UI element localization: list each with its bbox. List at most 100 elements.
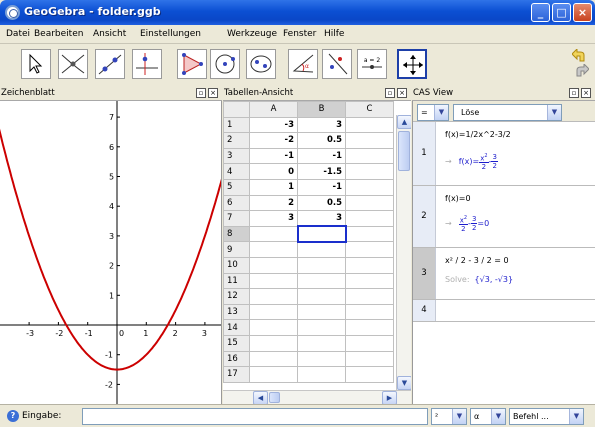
move-tool[interactable] [21,49,51,79]
cell-b[interactable] [297,350,346,368]
cell-b[interactable] [297,288,346,305]
cell-b[interactable] [297,303,346,321]
line-tool[interactable] [95,49,125,79]
polygon-tool[interactable] [177,49,207,79]
row-header[interactable]: 12 [223,288,250,305]
perpendicular-tool[interactable] [132,49,162,79]
column-header[interactable]: B [297,101,346,118]
cell-b[interactable] [297,334,346,352]
row-header[interactable]: 6 [223,194,250,212]
cas-undock-icon[interactable]: ▫ [569,88,579,98]
help-icon[interactable]: ? [7,410,19,422]
row-header[interactable]: 8 [223,225,250,243]
cell-b[interactable] [297,241,346,258]
cell-c[interactable] [345,319,394,336]
menu-ansicht[interactable]: Ansicht [93,29,127,39]
cas-row-4[interactable]: 4 [413,300,595,322]
cell-a[interactable]: 0 [249,163,298,180]
cell-b[interactable] [297,256,346,274]
row-header[interactable]: 7 [223,210,250,227]
cell-a[interactable]: -2 [249,132,298,149]
cell-c[interactable] [345,194,394,212]
cell-a[interactable]: -3 [249,116,298,134]
cell-b[interactable] [297,319,346,336]
cas-close-icon[interactable]: × [581,88,591,98]
spreadsheet-undock-icon[interactable]: ▫ [385,88,395,98]
scroll-down-button[interactable]: ▼ [397,376,411,390]
redo-icon[interactable] [572,64,589,78]
angle-tool[interactable]: α [288,49,318,79]
cell-a[interactable] [249,272,298,290]
row-header[interactable]: 2 [223,132,250,149]
conic-tool[interactable] [246,49,276,79]
cell-c[interactable] [345,116,394,134]
menu-hilfe[interactable]: Hilfe [324,29,345,39]
cell-c[interactable] [345,163,394,180]
cell-c[interactable] [345,350,394,368]
cas-input[interactable]: x² / 2 - 3 / 2 = 0 [445,256,509,265]
row-header[interactable]: 9 [223,241,250,258]
cell-b[interactable]: 0.5 [297,194,346,212]
cell-a[interactable] [249,256,298,274]
corner-cell[interactable] [223,101,250,118]
cell-a[interactable]: 3 [249,210,298,227]
cell-b[interactable]: 3 [297,116,346,134]
graphics-close-icon[interactable]: × [208,88,218,98]
cas-row-3[interactable]: 3 x² / 2 - 3 / 2 = 0 Solve:{√3, -√3} [413,248,595,300]
cas-command-select[interactable]: Löse ▼ [453,104,562,121]
cell-b[interactable] [297,272,346,290]
cell-c[interactable] [345,272,394,290]
cell-a[interactable] [249,225,298,243]
row-header[interactable]: 3 [223,147,250,165]
row-header[interactable]: 4 [223,163,250,180]
cell-b[interactable]: -1.5 [297,163,346,180]
cell-a[interactable] [249,319,298,336]
cell-c[interactable] [345,366,394,383]
cell-b[interactable]: 3 [297,210,346,227]
chevron-down-icon[interactable]: ▼ [547,105,561,120]
chevron-down-icon[interactable]: ▼ [434,105,448,120]
cell-c[interactable] [345,288,394,305]
cell-c[interactable] [345,210,394,227]
cell-c[interactable] [345,147,394,165]
maximize-button[interactable]: □ [552,3,571,22]
row-header[interactable]: 14 [223,319,250,336]
row-header[interactable]: 11 [223,272,250,290]
cell-b[interactable] [297,366,346,383]
cell-c[interactable] [345,334,394,352]
row-header[interactable]: 10 [223,256,250,274]
menu-datei[interactable]: Datei [6,29,31,39]
cell-a[interactable] [249,366,298,383]
row-header[interactable]: 13 [223,303,250,321]
close-window-button[interactable]: × [573,3,592,22]
cell-b[interactable]: -1 [297,178,346,196]
cell-a[interactable]: -1 [249,147,298,165]
input-field[interactable] [82,408,428,425]
cell-a[interactable]: 1 [249,178,298,196]
scroll-left-button[interactable]: ◀ [253,391,268,404]
scroll-right-button[interactable]: ▶ [382,391,397,404]
menu-werkzeuge[interactable]: Werkzeuge [227,29,278,39]
move-view-tool[interactable] [397,49,427,79]
cell-a[interactable] [249,350,298,368]
cas-input[interactable]: f(x)=0 [445,194,471,203]
column-header[interactable]: A [249,101,298,118]
row-header[interactable]: 16 [223,350,250,368]
symbol-select-superscript[interactable]: ² ▼ [431,408,467,425]
cell-a[interactable] [249,334,298,352]
function-graph-f[interactable] [0,108,222,371]
command-select[interactable]: Befehl ... ▼ [509,408,584,425]
cell-c[interactable] [345,132,394,149]
chevron-down-icon[interactable]: ▼ [569,409,583,424]
graphics-undock-icon[interactable]: ▫ [196,88,206,98]
spreadsheet-close-icon[interactable]: × [397,88,407,98]
spreadsheet-vscroll-thumb[interactable] [398,131,410,171]
cell-c[interactable] [345,225,394,243]
